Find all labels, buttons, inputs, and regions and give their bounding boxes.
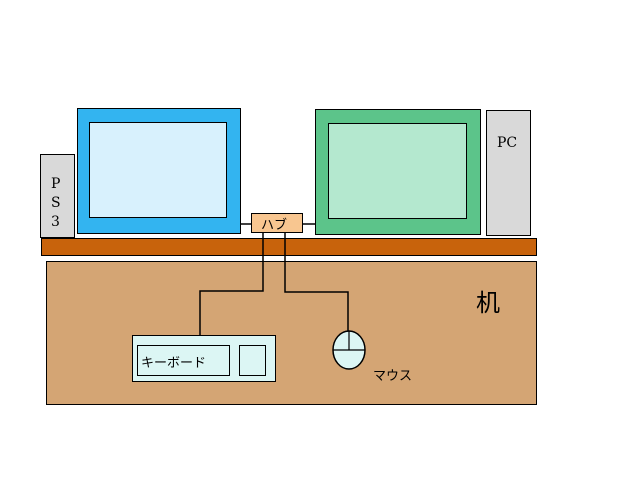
keyboard-numpad (239, 345, 266, 376)
keyboard-keys-area (137, 345, 230, 376)
mouse-label: マウス (373, 369, 413, 384)
ps3-label-1: P (51, 176, 61, 192)
hub-label: ハブ (261, 218, 288, 233)
monitor-left-screen (89, 122, 227, 218)
ps3-label-2: S (51, 195, 61, 211)
pc-label: PC (497, 135, 518, 151)
desk-shelf (41, 238, 537, 256)
ps3-console (40, 154, 75, 238)
hub (251, 213, 303, 233)
pc-tower (486, 110, 531, 236)
keyboard-label: キーボード (141, 356, 207, 371)
monitor-right-screen (328, 123, 467, 219)
desk (46, 261, 537, 405)
desk-label: 机 (476, 289, 500, 317)
ps3-label-3: 3 (51, 214, 60, 230)
